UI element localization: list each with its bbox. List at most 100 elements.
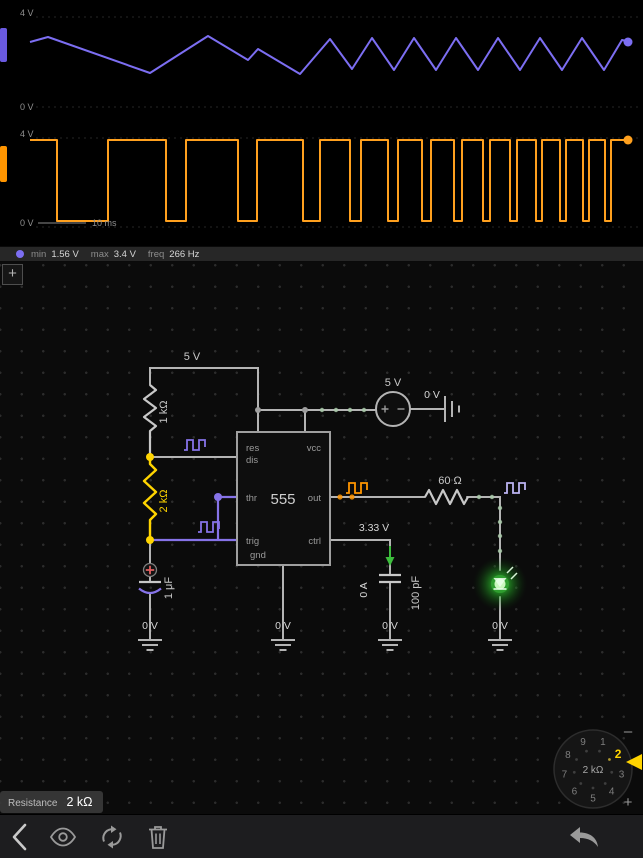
r1-value-label: 1 kΩ <box>158 401 170 424</box>
pin-label-trig: trig <box>246 536 259 547</box>
voltage-source[interactable] <box>375 391 411 427</box>
r3-value-label: 60 Ω <box>438 475 462 487</box>
knob-digit-5[interactable]: 5 <box>590 794 596 805</box>
pin-label-out: out <box>308 493 322 504</box>
ctrl-voltage-label: 3.33 V <box>359 522 389 534</box>
knob-digit-4[interactable]: 4 <box>609 787 615 798</box>
scope2-min-label: 0 V <box>20 218 34 228</box>
plus-terminal-mark <box>381 405 389 413</box>
c2-voltage-label: 0 V <box>382 620 398 632</box>
max-label: max <box>90 248 109 260</box>
wire-ctrl[interactable] <box>329 539 391 576</box>
freq-value: 266 Hz <box>169 248 200 260</box>
selection-value: 2 kΩ <box>66 795 93 809</box>
selected-node-r2-top <box>146 453 154 461</box>
selection-property-label: Resistance <box>8 798 58 809</box>
freq-label: freq <box>147 248 165 260</box>
pin-label-dis: dis <box>246 455 258 466</box>
resistor-r1[interactable] <box>142 384 158 457</box>
knob-tick <box>579 782 583 785</box>
scope-status-bar: min 1.56 V max 3.4 V freq 266 Hz <box>0 246 643 262</box>
resistor-r3[interactable] <box>424 488 469 506</box>
led-voltage-label: 0 V <box>492 620 508 632</box>
probe-out-icon[interactable] <box>346 482 368 494</box>
current-dots <box>319 407 503 554</box>
wire-supply-rail[interactable] <box>149 367 259 433</box>
junction-node <box>302 407 308 413</box>
scope2-channel-handle[interactable] <box>0 146 7 182</box>
ic-555[interactable]: res dis thr trig gnd vcc out ctrl 555 <box>236 431 331 566</box>
eye-icon <box>49 827 77 846</box>
add-component-button[interactable]: + <box>2 264 23 285</box>
max-value: 3.4 V <box>113 248 136 260</box>
knob-tick <box>572 770 576 774</box>
knob-tick <box>591 786 595 790</box>
undo-arrow-icon <box>570 826 598 847</box>
probed-node-thr <box>214 493 222 501</box>
delete-button[interactable] <box>147 824 169 850</box>
knob-tick <box>610 770 614 774</box>
c1-voltage-label: 0 V <box>142 620 158 632</box>
oscilloscope-panel: 4 V 0 V 4 V 0 V 10 ms <box>0 8 640 228</box>
undo-button[interactable] <box>567 824 601 850</box>
knob-tick <box>585 749 588 753</box>
scope-marker-2 <box>623 135 633 145</box>
ic-gnd-voltage-label: 0 V <box>275 620 291 632</box>
knob-tick <box>608 758 611 761</box>
knob-decrease-button[interactable]: – <box>624 723 633 740</box>
probe-led-icon[interactable] <box>504 482 526 494</box>
probe-trig-icon[interactable] <box>198 521 220 533</box>
knob-digit-3[interactable]: 3 <box>619 770 625 781</box>
junction-node <box>255 407 261 413</box>
pin-label-res: res <box>246 443 259 454</box>
supply-rail-label: 5 V <box>184 351 201 363</box>
ground-source[interactable] <box>444 396 460 422</box>
knob-digit-2[interactable]: 2 <box>615 747 622 761</box>
trace-color-dot <box>16 250 24 258</box>
knob-increase-button[interactable]: + <box>624 794 633 811</box>
selected-node-r2-bottom <box>146 536 154 544</box>
knob-center-value: 2 kΩ <box>583 765 604 776</box>
current-direction-arrow <box>385 546 395 566</box>
ground-c1[interactable] <box>138 639 162 651</box>
restart-simulation-button[interactable] <box>99 824 125 850</box>
capacitor-c1[interactable] <box>138 562 162 595</box>
circuit-diagram: res dis thr trig gnd vcc out ctrl 555 <box>138 351 527 651</box>
knob-tick <box>603 782 607 785</box>
knob-tick <box>575 758 578 761</box>
value-knob[interactable]: 12 34 5 67 89 2 kΩ – + <box>541 716 643 814</box>
min-label: min <box>31 248 47 260</box>
capacitor-c2[interactable] <box>379 573 401 584</box>
ic-name: 555 <box>270 491 295 508</box>
selection-readout: Resistance 2 kΩ <box>0 791 103 813</box>
pin-label-thr: thr <box>246 493 257 504</box>
ground-c2[interactable] <box>378 639 402 651</box>
resistor-r2[interactable] <box>142 457 158 540</box>
ground-led[interactable] <box>488 639 512 651</box>
back-button[interactable] <box>12 823 27 851</box>
pin-label-vcc: vcc <box>307 443 322 454</box>
scope1-min-label: 0 V <box>20 102 34 112</box>
view-mode-button[interactable] <box>49 827 77 847</box>
led[interactable] <box>473 557 527 611</box>
knob-tick <box>598 749 601 753</box>
knob-digit-6[interactable]: 6 <box>572 787 578 798</box>
pin-label-gnd: gnd <box>250 550 266 561</box>
scope-trace-1[interactable] <box>29 35 632 75</box>
scope-trace-2[interactable] <box>30 139 631 222</box>
knob-digit-7[interactable]: 7 <box>562 770 568 781</box>
knob-digit-8[interactable]: 8 <box>565 750 571 761</box>
knob-digit-1[interactable]: 1 <box>600 737 606 748</box>
c2-value-label: 100 pF <box>410 576 422 611</box>
r2-value-label: 2 kΩ <box>158 490 170 513</box>
source-value-label: 5 V <box>385 377 402 389</box>
knob-digit-9[interactable]: 9 <box>580 737 586 748</box>
pin-label-ctrl: ctrl <box>308 536 321 547</box>
scope1-channel-handle[interactable] <box>0 28 7 62</box>
ground-ic[interactable] <box>271 639 295 651</box>
c1-value-label: 1 μF <box>163 577 175 600</box>
knob-pointer-icon <box>626 754 642 770</box>
knob-dial[interactable] <box>553 729 633 809</box>
led-emission-arrows <box>506 566 518 580</box>
probe-dis-icon[interactable] <box>184 439 206 451</box>
